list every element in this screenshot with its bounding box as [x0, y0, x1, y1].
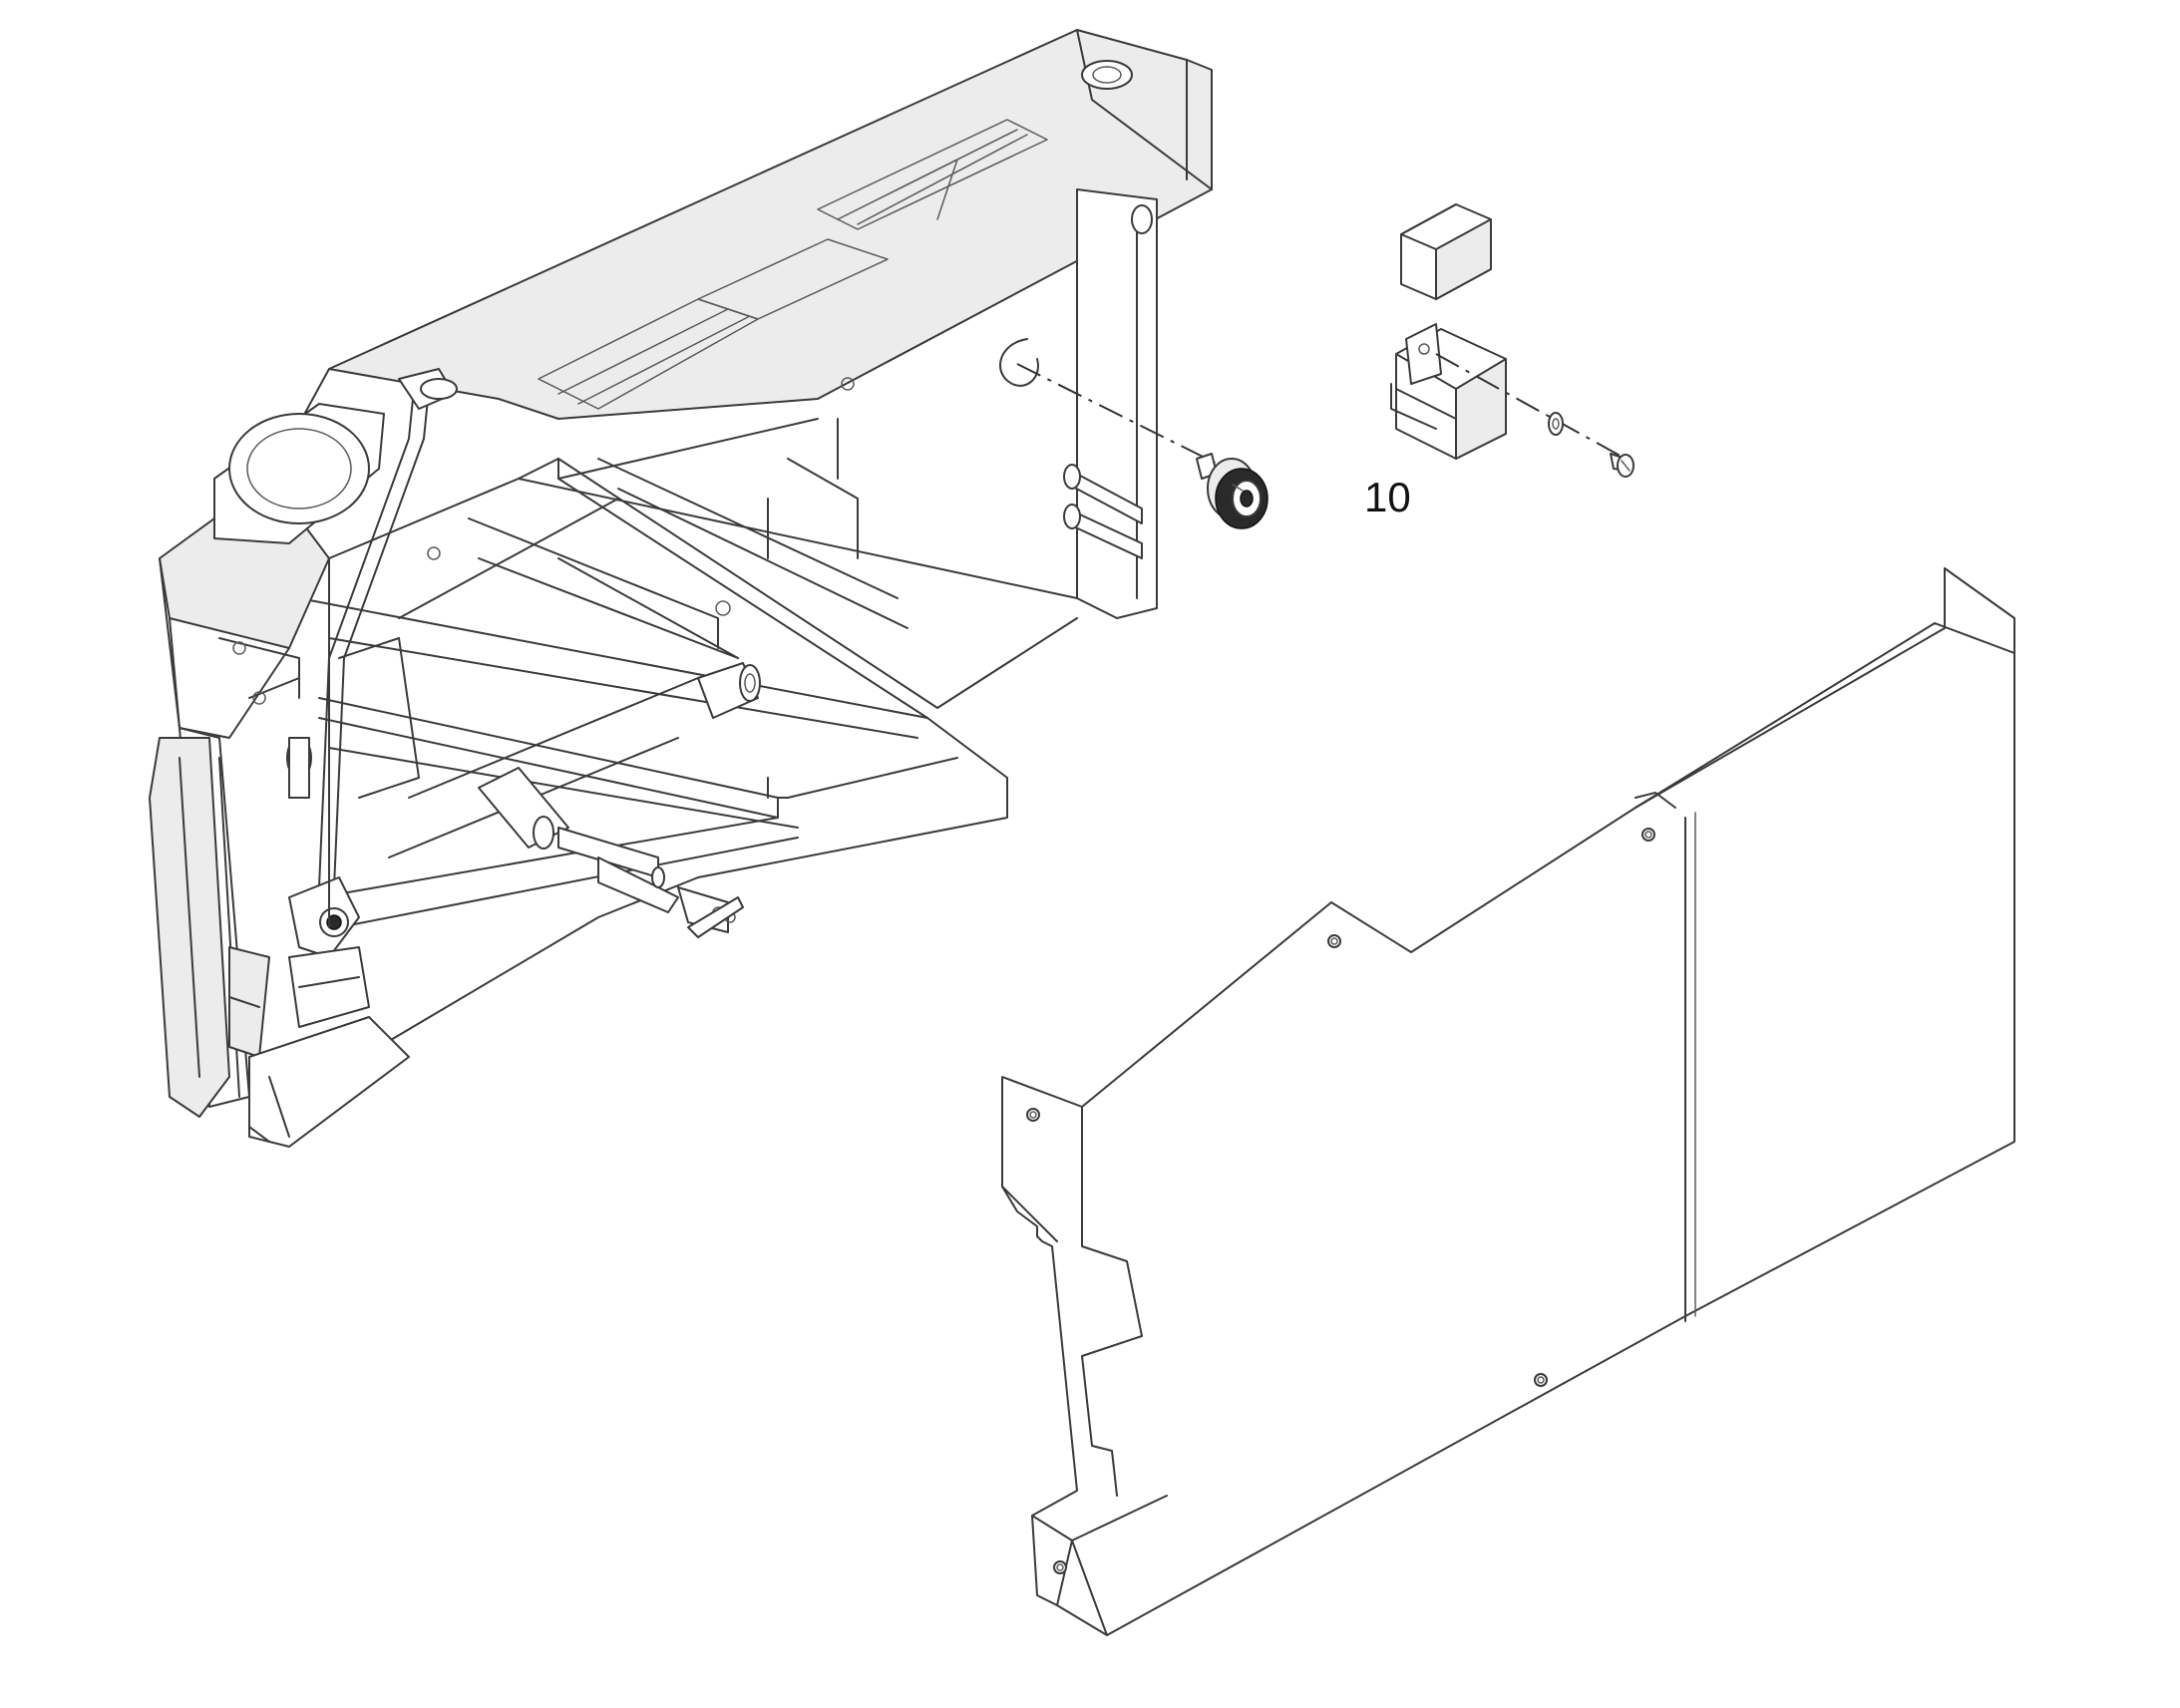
part-10-assembly — [1390, 203, 1635, 478]
callout-10: 10 — [1364, 474, 1411, 520]
sensor-part — [1016, 363, 1269, 529]
main-frame-assembly — [149, 29, 1213, 1148]
side-cover-panel — [1001, 567, 2015, 1636]
